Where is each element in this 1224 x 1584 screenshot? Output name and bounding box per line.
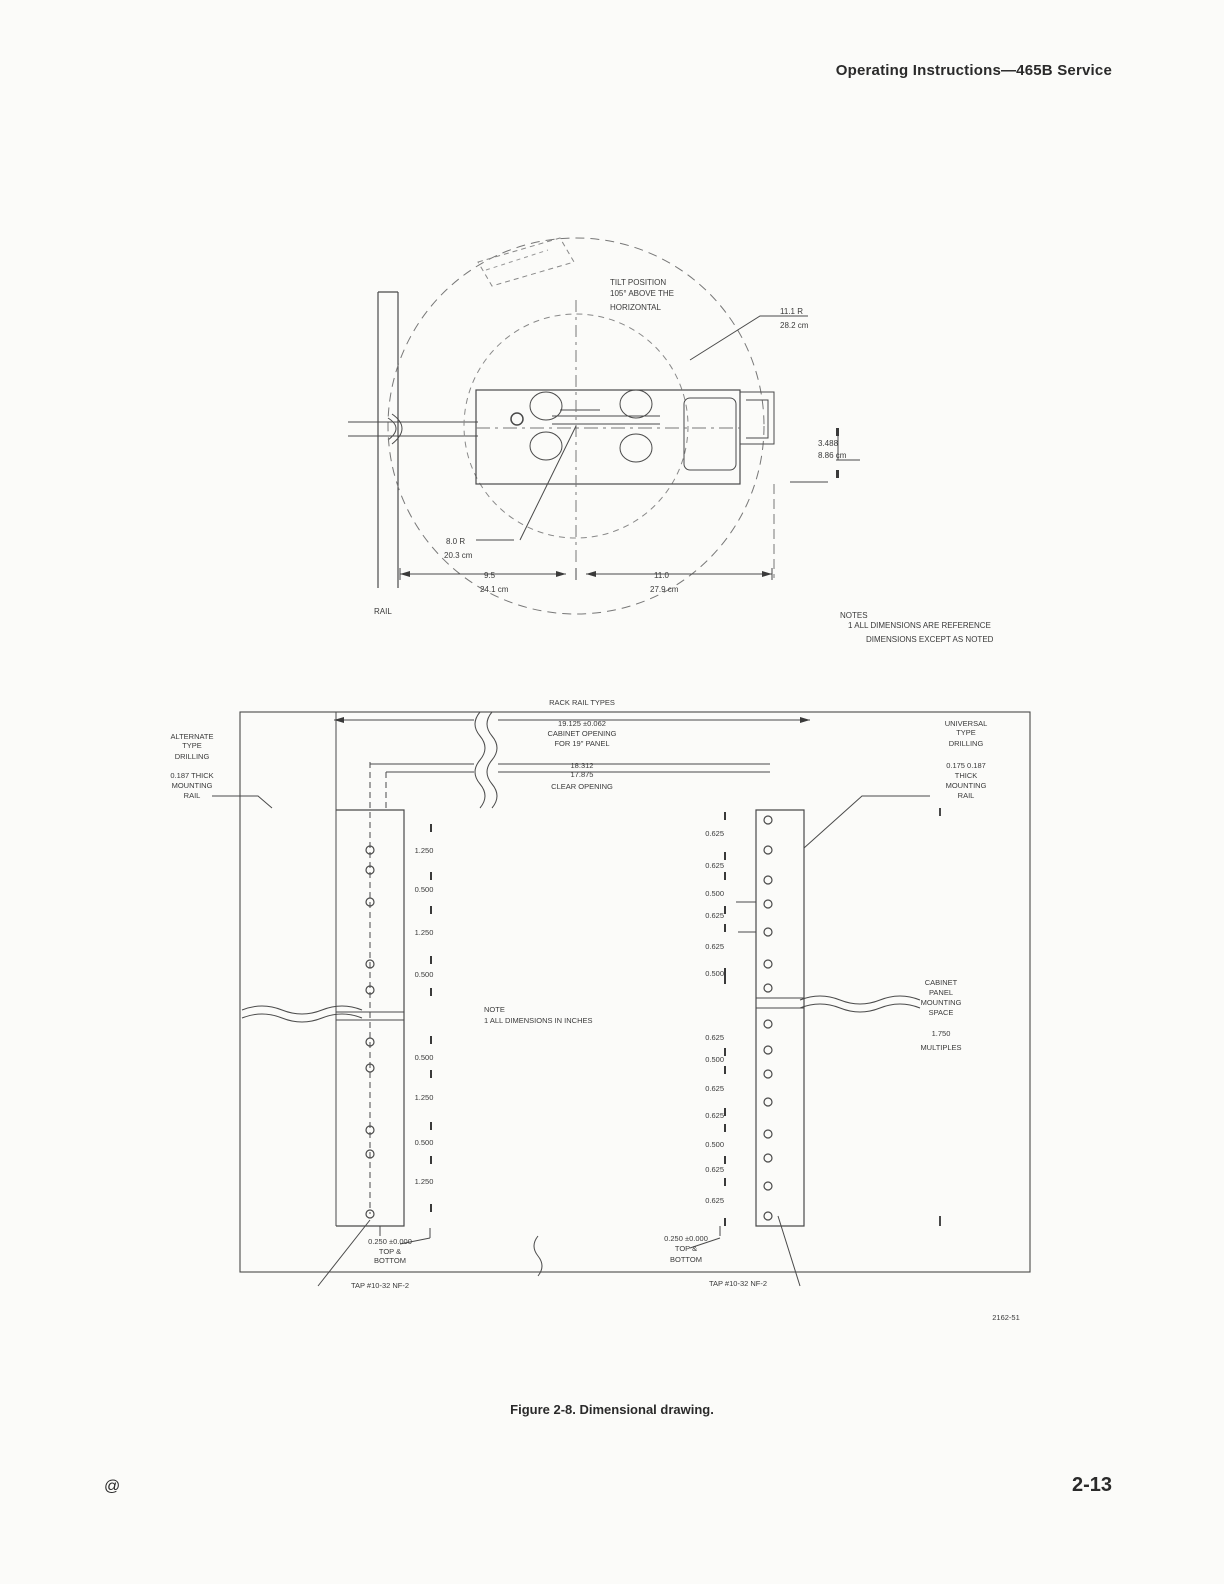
clear-label: 17.875 bbox=[571, 770, 594, 779]
radius-label: 8.0 R bbox=[446, 537, 465, 546]
left-dimension-label: 1.250 bbox=[415, 846, 434, 855]
top-bottom-label: TOP & bbox=[379, 1247, 401, 1256]
right-dimension-label: 0.625 bbox=[705, 942, 724, 951]
height-label: 8.86 cm bbox=[818, 451, 847, 460]
alt-drilling-label: MOUNTING bbox=[172, 781, 213, 790]
clear-label: 18.312 bbox=[571, 761, 594, 770]
dimension-label: 11.0 bbox=[654, 571, 670, 580]
right-dimension-label: 0.625 bbox=[705, 1111, 724, 1120]
right-dimension-label: 0.625 bbox=[705, 1196, 724, 1205]
footer-mark: @ bbox=[104, 1478, 121, 1495]
cabinet-label: PANEL bbox=[929, 988, 953, 997]
tap-label: TAP #10-32 NF-2 bbox=[351, 1281, 409, 1290]
universal-label: THICK bbox=[955, 771, 978, 780]
figure-caption: Figure 2-8. Dimensional drawing. bbox=[510, 1402, 714, 1417]
right-dimension-label: 0.500 bbox=[705, 1140, 724, 1149]
rail-label: RAIL bbox=[374, 607, 392, 616]
running-header: Operating Instructions—465B Service bbox=[835, 62, 1112, 79]
top-bottom-label: BOTTOM bbox=[374, 1256, 406, 1265]
cabinet-label: CABINET bbox=[925, 978, 958, 987]
tilt-label: HORIZONTAL bbox=[610, 303, 662, 312]
left-dimension-label: 1.250 bbox=[415, 928, 434, 937]
dimension-label: 27.9 cm bbox=[650, 585, 679, 594]
radius-label: 20.3 cm bbox=[444, 551, 473, 560]
opening-label: FOR 19" PANEL bbox=[554, 739, 609, 748]
right-dimension-label: 0.625 bbox=[705, 1165, 724, 1174]
universal-label: MOUNTING bbox=[946, 781, 987, 790]
opening-label: 19.125 ±0.062 bbox=[558, 719, 606, 728]
universal-label: DRILLING bbox=[949, 739, 984, 748]
left-dimension-label: 0.500 bbox=[415, 1053, 434, 1062]
height-label: 3.488 bbox=[818, 439, 839, 448]
rack-note: NOTE bbox=[484, 1005, 505, 1014]
cabinet-label: SPACE bbox=[929, 1008, 954, 1017]
universal-label: 0.175 0.187 bbox=[946, 761, 986, 770]
dimension-label: 24.1 cm bbox=[480, 585, 509, 594]
left-dimension-label: 0.500 bbox=[415, 1138, 434, 1147]
alt-drilling-label: RAIL bbox=[184, 791, 201, 800]
left-dimension-label: 1.250 bbox=[415, 1177, 434, 1186]
right-dimension-label: 0.500 bbox=[705, 889, 724, 898]
universal-label: UNIVERSAL bbox=[945, 719, 988, 728]
universal-label: TYPE bbox=[956, 728, 976, 737]
opening-label: CABINET OPENING bbox=[547, 729, 616, 738]
notes-title: NOTES bbox=[840, 611, 868, 620]
cabinet-label: 1.750 bbox=[932, 1029, 951, 1038]
clear-label: CLEAR OPENING bbox=[551, 782, 613, 791]
right-dimension-label: 0.625 bbox=[705, 861, 724, 870]
top-bottom-label: TOP & bbox=[675, 1244, 697, 1253]
right-dimension-label: 0.500 bbox=[705, 969, 724, 978]
notes-line: 1 ALL DIMENSIONS ARE REFERENCE bbox=[848, 621, 991, 630]
drawing-number: 2162-51 bbox=[992, 1313, 1020, 1322]
left-dimension-label: 0.500 bbox=[415, 885, 434, 894]
alt-drilling-label: DRILLING bbox=[175, 752, 210, 761]
tilt-label: TILT POSITION bbox=[610, 278, 666, 287]
top-bottom-label: 0.250 ±0.000 bbox=[368, 1237, 412, 1246]
top-bottom-label: 0.250 ±0.000 bbox=[664, 1234, 708, 1243]
rack-note: 1 ALL DIMENSIONS IN INCHES bbox=[484, 1016, 593, 1025]
right-dimension-label: 0.625 bbox=[705, 1033, 724, 1042]
right-dimension-label: 0.500 bbox=[705, 1055, 724, 1064]
cabinet-label: MULTIPLES bbox=[920, 1043, 961, 1052]
left-dimension-label: 1.250 bbox=[415, 1093, 434, 1102]
alt-drilling-label: 0.187 THICK bbox=[170, 771, 213, 780]
right-dimension-label: 0.625 bbox=[705, 911, 724, 920]
rack-title: RACK RAIL TYPES bbox=[549, 698, 615, 707]
notes-line: DIMENSIONS EXCEPT AS NOTED bbox=[866, 635, 994, 644]
tap-label: TAP #10-32 NF-2 bbox=[709, 1279, 767, 1288]
tilt-label: 105° ABOVE THE bbox=[610, 289, 674, 298]
top-bottom-label: BOTTOM bbox=[670, 1255, 702, 1264]
dimension-label: 9.5 bbox=[484, 571, 496, 580]
left-dimension-label: 0.500 bbox=[415, 970, 434, 979]
alt-drilling-label: ALTERNATE bbox=[170, 732, 213, 741]
alt-drilling-label: TYPE bbox=[182, 741, 202, 750]
radius-label: 11.1 R bbox=[780, 307, 803, 316]
right-dimension-label: 0.625 bbox=[705, 1084, 724, 1093]
right-dimension-label: 0.625 bbox=[705, 829, 724, 838]
radius-label: 28.2 cm bbox=[780, 321, 809, 330]
page-number: 2-13 bbox=[1071, 1474, 1112, 1496]
universal-label: RAIL bbox=[958, 791, 975, 800]
cabinet-label: MOUNTING bbox=[921, 998, 962, 1007]
